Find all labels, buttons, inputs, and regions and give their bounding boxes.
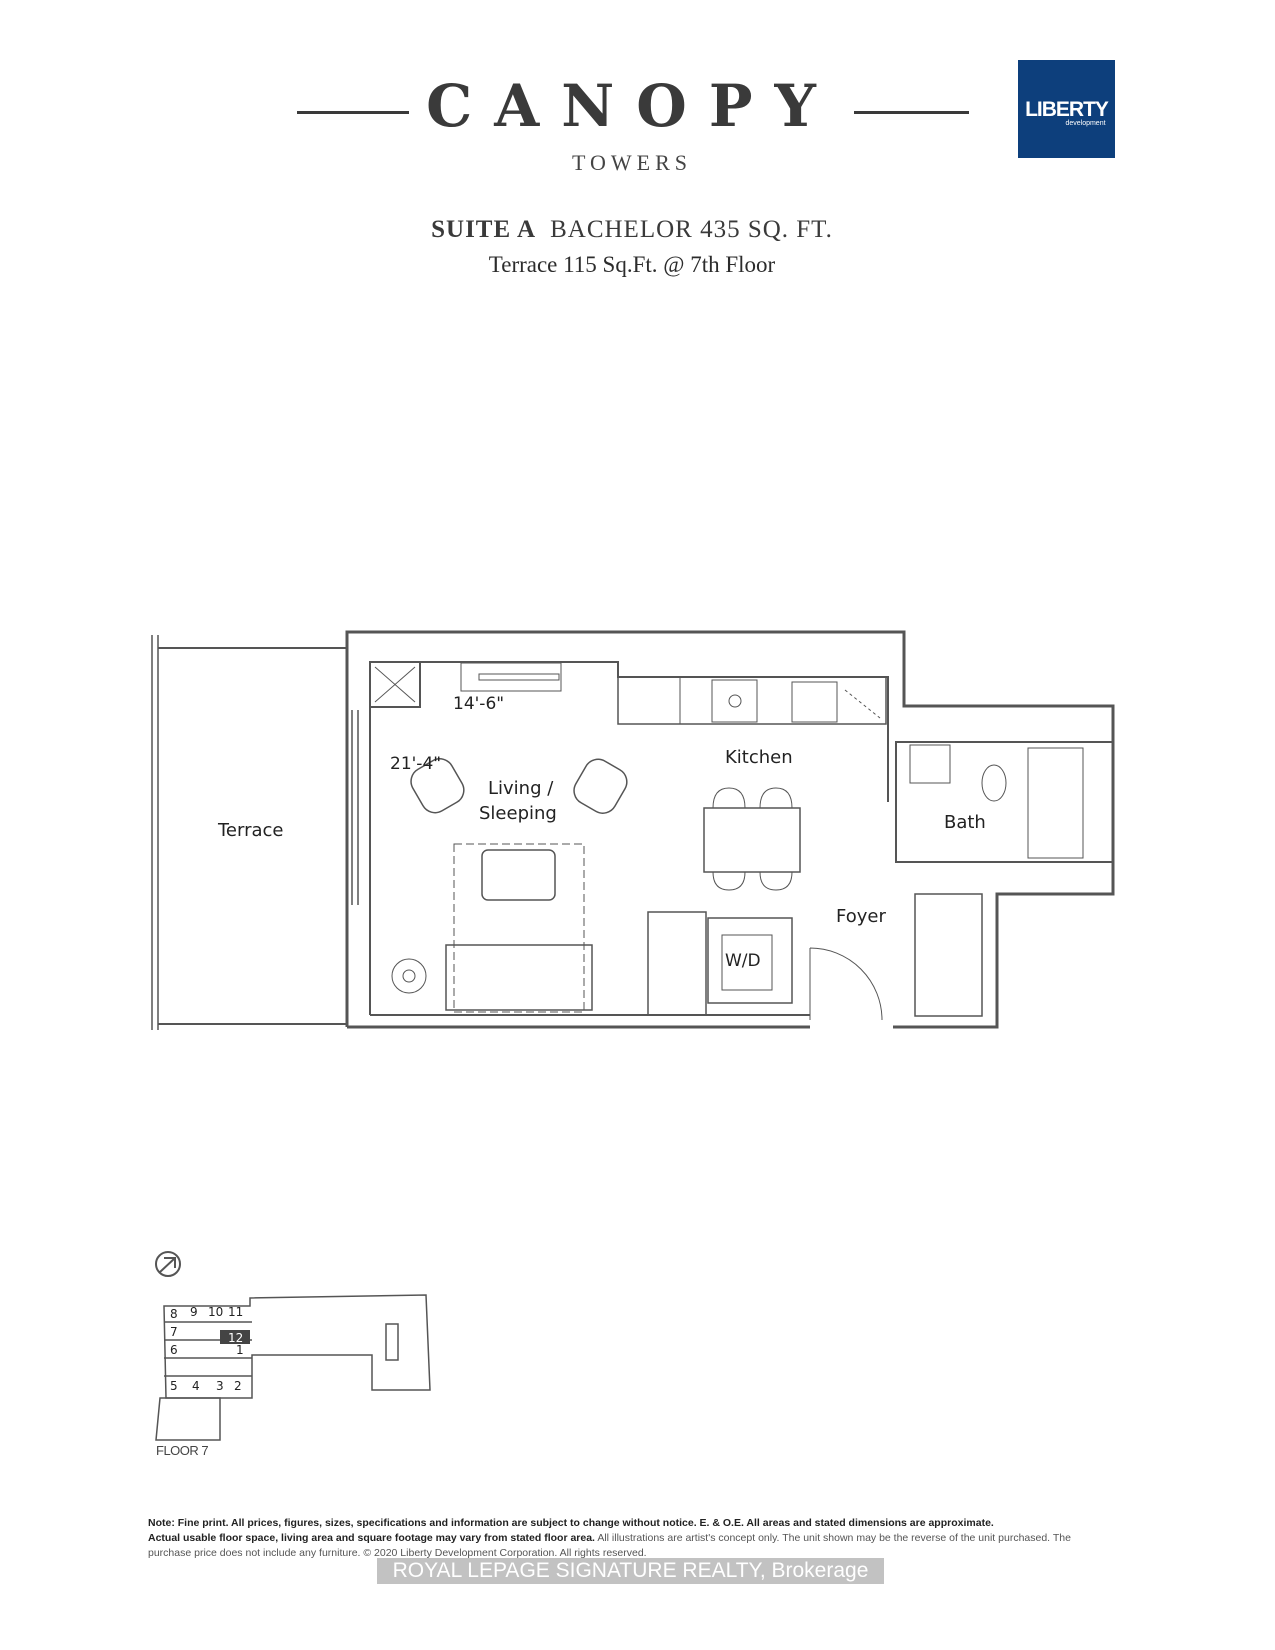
room-label-bath: Bath bbox=[944, 812, 986, 833]
logo-text: LIBERTY bbox=[1025, 98, 1109, 121]
room-label-terrace: Terrace bbox=[217, 820, 284, 841]
room-label-living: Living / bbox=[488, 778, 554, 799]
highlighted-unit bbox=[220, 1330, 250, 1344]
unit-1: 1 bbox=[236, 1343, 244, 1357]
dimension-length: 21'-4" bbox=[390, 754, 441, 774]
title-rule-left bbox=[297, 111, 409, 114]
unit-10: 10 bbox=[208, 1305, 223, 1319]
unit-11: 11 bbox=[228, 1305, 243, 1319]
terrace-info: Terrace 115 Sq.Ft. @ 7th Floor bbox=[488, 252, 776, 277]
brokerage-watermark: ROYAL LEPAGE SIGNATURE REALTY, Brokerage bbox=[377, 1558, 884, 1584]
suite-name: SUITE A bbox=[431, 216, 537, 243]
north-compass-icon bbox=[155, 1251, 181, 1277]
liberty-logo: LIBERTY development bbox=[1018, 60, 1115, 158]
note-bold-2: Actual usable floor space, living area a… bbox=[148, 1532, 595, 1544]
logo-subtext: development bbox=[1065, 120, 1106, 127]
unit-7: 7 bbox=[170, 1325, 178, 1339]
brand-title: CANOPY bbox=[426, 72, 838, 140]
unit-3: 3 bbox=[216, 1379, 224, 1393]
unit-6: 6 bbox=[170, 1343, 178, 1357]
unit-12: 12 bbox=[228, 1331, 243, 1345]
note-bold-1: Note: Fine print. All prices, figures, s… bbox=[148, 1517, 994, 1529]
floor-plan: Terrace Living / Sleeping Kitchen Bath F… bbox=[151, 630, 1115, 1030]
unit-5: 5 bbox=[170, 1379, 178, 1393]
room-label-sleeping: Sleeping bbox=[479, 803, 557, 824]
unit-numbers: 1 2 3 4 5 6 7 8 9 10 11 12 bbox=[170, 1305, 244, 1393]
key-plan: 1 2 3 4 5 6 7 8 9 10 11 12 bbox=[155, 1251, 431, 1441]
unit-8: 8 bbox=[170, 1307, 178, 1321]
fine-print-note: Note: Fine print. All prices, figures, s… bbox=[148, 1516, 1078, 1561]
unit-2: 2 bbox=[234, 1379, 242, 1393]
dimension-width: 14'-6" bbox=[453, 694, 504, 714]
room-label-foyer: Foyer bbox=[836, 906, 886, 927]
unit-9: 9 bbox=[190, 1305, 198, 1319]
suite-heading: SUITE A BACHELOR 435 SQ. FT. bbox=[0, 216, 1264, 244]
unit-4: 4 bbox=[192, 1379, 200, 1393]
floor-label: FLOOR 7 bbox=[156, 1443, 209, 1458]
suite-description: BACHELOR 435 SQ. FT. bbox=[550, 216, 833, 243]
note-regular: All illustrations are artist's concept o… bbox=[148, 1532, 1071, 1559]
room-label-wd: W/D bbox=[725, 951, 761, 971]
walls bbox=[151, 630, 1115, 1030]
room-label-kitchen: Kitchen bbox=[725, 747, 793, 768]
brand-subtitle: TOWERS bbox=[571, 150, 693, 175]
title-rule-right bbox=[854, 111, 969, 114]
